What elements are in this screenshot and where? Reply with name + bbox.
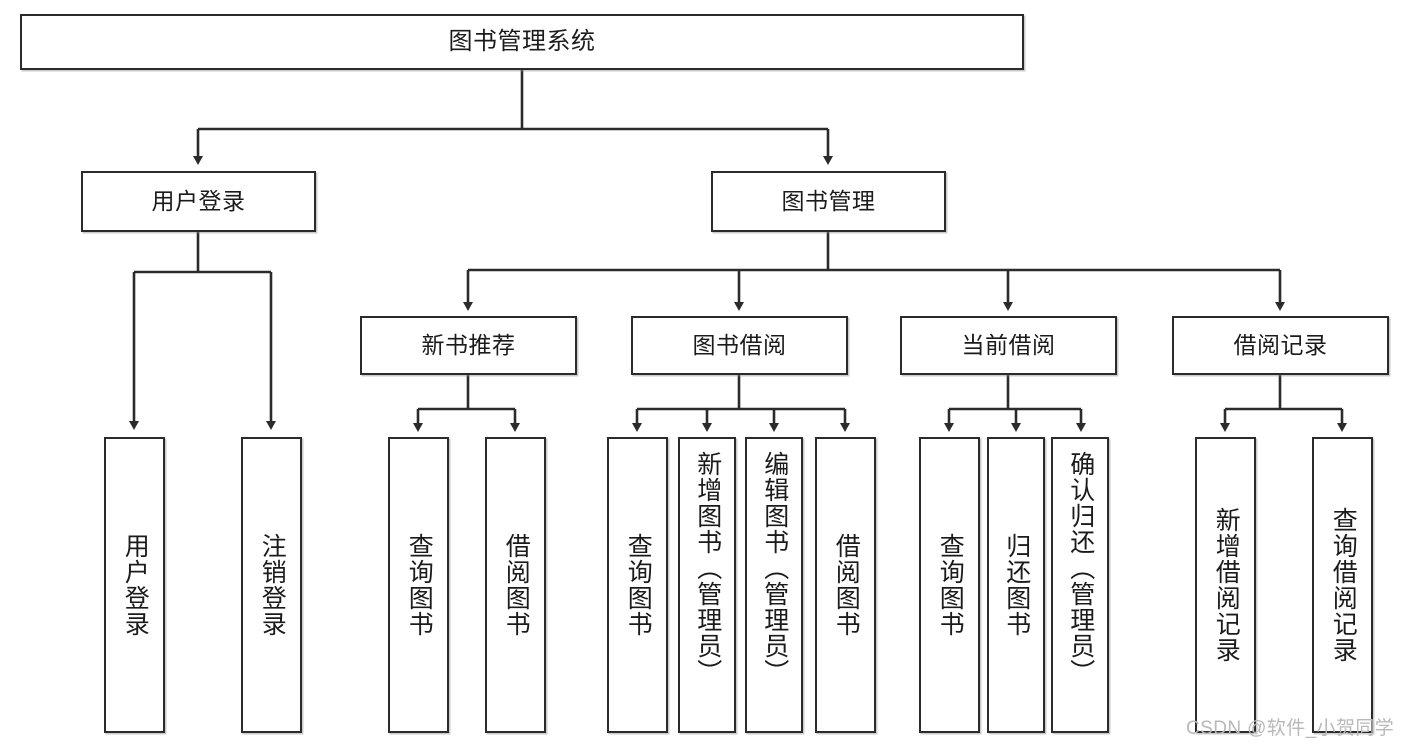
node-label: 查询图书: [405, 533, 434, 637]
node-label: 用户登录: [121, 533, 150, 637]
node-label: 注销登录: [258, 533, 287, 637]
node-borrow-record[interactable]: 借阅记录: [1172, 316, 1389, 375]
leaf-borrow-record-query-record[interactable]: 查询借阅记录: [1312, 437, 1373, 733]
leaf-book-borrow-edit-book-admin[interactable]: 编辑图书（管理员）: [745, 437, 803, 733]
leaf-current-borrow-query-book[interactable]: 查询图书: [919, 437, 980, 733]
node-book-management[interactable]: 图书管理: [711, 171, 946, 232]
leaf-book-borrow-add-book-admin[interactable]: 新增图书（管理员）: [678, 437, 736, 733]
node-label: 图书管理系统: [448, 27, 596, 55]
node-book-borrow[interactable]: 图书借阅: [631, 316, 848, 375]
leaf-borrow-record-add-record[interactable]: 新增借阅记录: [1195, 437, 1256, 733]
node-label: 用户登录: [151, 187, 246, 214]
node-root-book-management-system[interactable]: 图书管理系统: [20, 14, 1024, 70]
node-label: 图书借阅: [692, 331, 787, 358]
leaf-current-borrow-confirm-return-admin[interactable]: 确认归还（管理员）: [1051, 437, 1109, 733]
leaf-user-login-user-login[interactable]: 用户登录: [104, 437, 165, 733]
node-label: 查询图书: [624, 533, 653, 637]
node-label: 归还图书: [1002, 533, 1031, 637]
node-label: 确认归还（管理员）: [1066, 451, 1095, 685]
node-label: 查询借阅记录: [1329, 507, 1358, 663]
node-label: 借阅记录: [1233, 331, 1328, 358]
node-label: 借阅图书: [832, 533, 861, 637]
leaf-book-borrow-query-book[interactable]: 查询图书: [607, 437, 668, 733]
node-current-borrow[interactable]: 当前借阅: [900, 316, 1117, 375]
node-label: 当前借阅: [961, 331, 1056, 358]
node-new-book-recommend[interactable]: 新书推荐: [360, 316, 577, 375]
node-label: 新书推荐: [421, 331, 516, 358]
leaf-current-borrow-return-book[interactable]: 归还图书: [987, 437, 1045, 733]
node-label: 新增图书（管理员）: [693, 451, 722, 685]
leaf-book-borrow-borrow-book[interactable]: 借阅图书: [815, 437, 876, 733]
node-label: 新增借阅记录: [1212, 507, 1241, 663]
node-user-login[interactable]: 用户登录: [81, 171, 316, 232]
node-label: 编辑图书（管理员）: [760, 451, 789, 685]
watermark-text: CSDN @软件_小贺同学: [1186, 718, 1395, 739]
node-label: 图书管理: [781, 187, 876, 214]
leaf-new-book-borrow-book[interactable]: 借阅图书: [485, 437, 546, 733]
leaf-user-login-logout[interactable]: 注销登录: [241, 437, 302, 733]
node-label: 查询图书: [936, 533, 965, 637]
node-label: 借阅图书: [502, 533, 531, 637]
leaf-new-book-query-book[interactable]: 查询图书: [388, 437, 449, 733]
